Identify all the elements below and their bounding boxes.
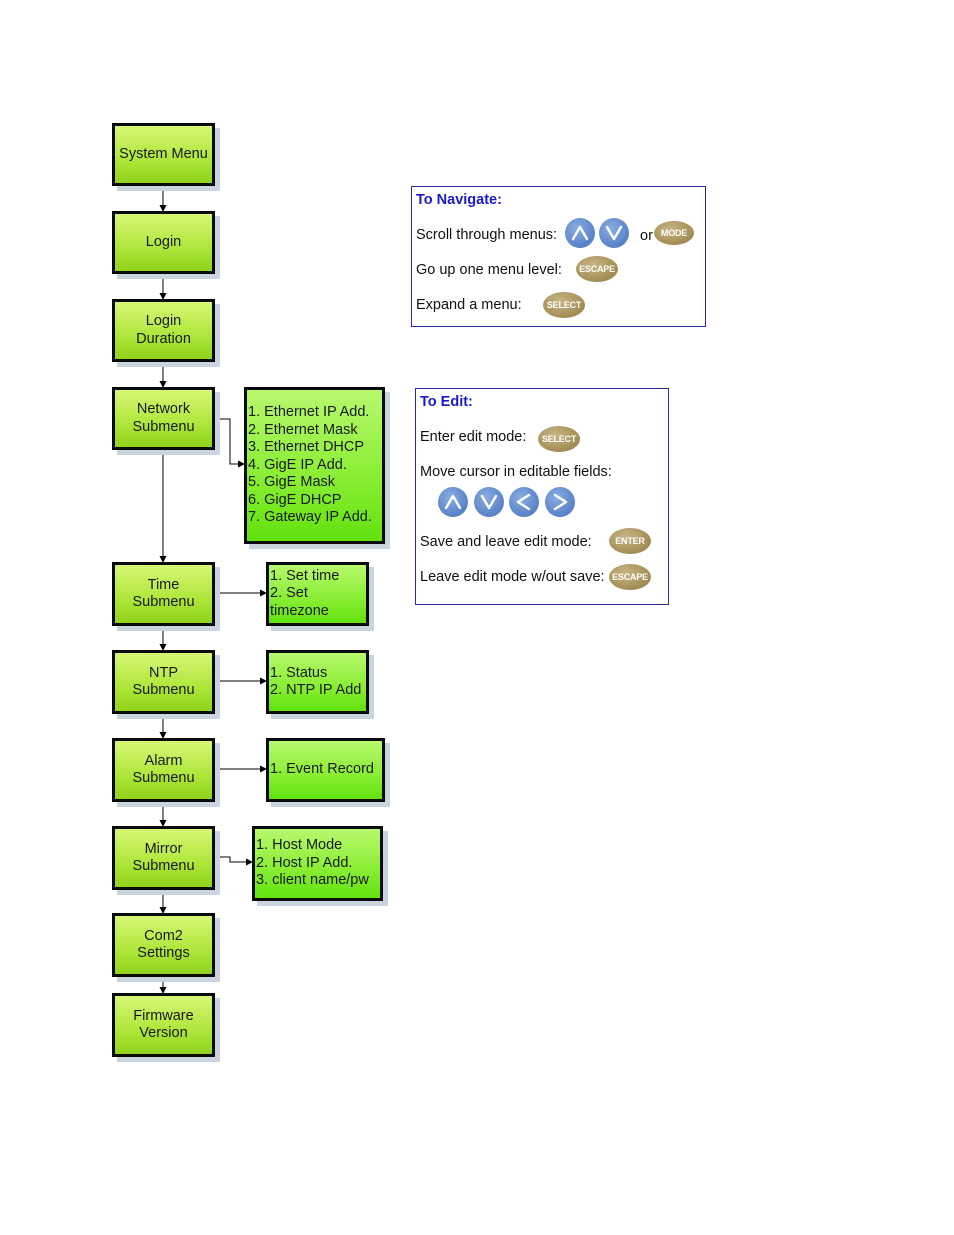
ntp-submenu-items: 1. Status 2. NTP IP Add bbox=[266, 650, 369, 714]
select-key-icon: SELECT bbox=[538, 426, 580, 452]
submenu-item: 2. NTP IP Add bbox=[270, 682, 362, 698]
box-login-duration: Login Duration bbox=[112, 299, 215, 362]
right-arrow-icon bbox=[545, 487, 575, 517]
box-mirror-submenu: Mirror Submenu bbox=[112, 826, 215, 890]
submenu-item: 3. Ethernet DHCP bbox=[248, 439, 365, 456]
down-arrow-icon bbox=[474, 487, 504, 517]
box-login: Login bbox=[112, 211, 215, 274]
edit-title: To Edit: bbox=[420, 394, 473, 410]
submenu-item: 3. client name/pw bbox=[256, 872, 369, 889]
box-label: Com2 Settings bbox=[137, 927, 190, 962]
or-label: or bbox=[640, 228, 653, 244]
box-com2-settings: Com2 Settings bbox=[112, 913, 215, 977]
escape-key-icon: ESCAPE bbox=[609, 564, 651, 590]
submenu-item: 5. GigE Mask bbox=[248, 474, 336, 491]
enter-edit-label: Enter edit mode: bbox=[420, 429, 527, 445]
expand-label: Expand a menu: bbox=[416, 297, 522, 313]
time-submenu-items: 1. Set time 2. Set timezone bbox=[266, 562, 369, 626]
scroll-label: Scroll through menus: bbox=[416, 227, 558, 243]
down-arrow-icon bbox=[599, 218, 629, 248]
box-firmware-version: Firmware Version bbox=[112, 993, 215, 1057]
submenu-item: 1. Event Record bbox=[270, 761, 374, 778]
submenu-item: 2. Host IP Add. bbox=[256, 854, 353, 871]
box-label: Login Duration bbox=[136, 313, 191, 347]
box-label: Firmware Version bbox=[133, 1007, 194, 1042]
enter-key-icon: ENTER bbox=[609, 528, 651, 554]
box-label: Mirror Submenu bbox=[132, 840, 195, 875]
select-key-icon: SELECT bbox=[543, 292, 585, 318]
mode-key-icon: MODE bbox=[654, 221, 694, 245]
submenu-item: 2. Ethernet Mask bbox=[248, 421, 358, 438]
mirror-submenu-items: 1. Host Mode 2. Host IP Add. 3. client n… bbox=[252, 826, 383, 901]
box-label: Time Submenu bbox=[132, 576, 195, 611]
box-time-submenu: Time Submenu bbox=[112, 562, 215, 626]
submenu-item: 4. GigE IP Add. bbox=[248, 456, 347, 473]
escape-key-icon: ESCAPE bbox=[576, 256, 618, 282]
submenu-item: 1. Host Mode bbox=[256, 837, 343, 854]
alarm-submenu-items: 1. Event Record bbox=[266, 738, 385, 802]
submenu-item: 6. GigE DHCP bbox=[248, 491, 342, 508]
box-label: Alarm Submenu bbox=[132, 752, 195, 787]
box-label: Login bbox=[145, 233, 182, 250]
left-arrow-icon bbox=[509, 487, 539, 517]
save-leave-label: Save and leave edit mode: bbox=[420, 534, 592, 550]
submenu-item: 1. Status bbox=[270, 664, 328, 681]
box-system-menu: System Menu bbox=[112, 123, 215, 186]
up-arrow-icon bbox=[438, 487, 468, 517]
navigate-title: To Navigate: bbox=[416, 192, 502, 208]
move-cursor-label: Move cursor in editable fields: bbox=[420, 464, 612, 480]
box-alarm-submenu: Alarm Submenu bbox=[112, 738, 215, 802]
box-label: System Menu bbox=[119, 145, 208, 162]
submenu-item: 1. Set time bbox=[270, 567, 340, 584]
submenu-item: 1. Ethernet IP Add. bbox=[248, 404, 370, 421]
box-label: Network Submenu bbox=[132, 401, 195, 435]
network-submenu-items: 1. Ethernet IP Add. 2. Ethernet Mask 3. … bbox=[244, 387, 385, 544]
navigate-panel: To Navigate: Scroll through menus: or MO… bbox=[411, 186, 706, 327]
up-arrow-icon bbox=[565, 218, 595, 248]
submenu-item: 2. Set timezone bbox=[270, 585, 329, 619]
box-network-submenu: Network Submenu bbox=[112, 387, 215, 450]
box-label: NTP Submenu bbox=[132, 664, 195, 699]
leave-no-save-label: Leave edit mode w/out save: bbox=[420, 569, 605, 585]
up-level-label: Go up one menu level: bbox=[416, 262, 562, 278]
edit-panel: To Edit: Enter edit mode: SELECT Move cu… bbox=[415, 388, 669, 605]
submenu-item: 7. Gateway IP Add. bbox=[248, 509, 372, 526]
box-ntp-submenu: NTP Submenu bbox=[112, 650, 215, 714]
